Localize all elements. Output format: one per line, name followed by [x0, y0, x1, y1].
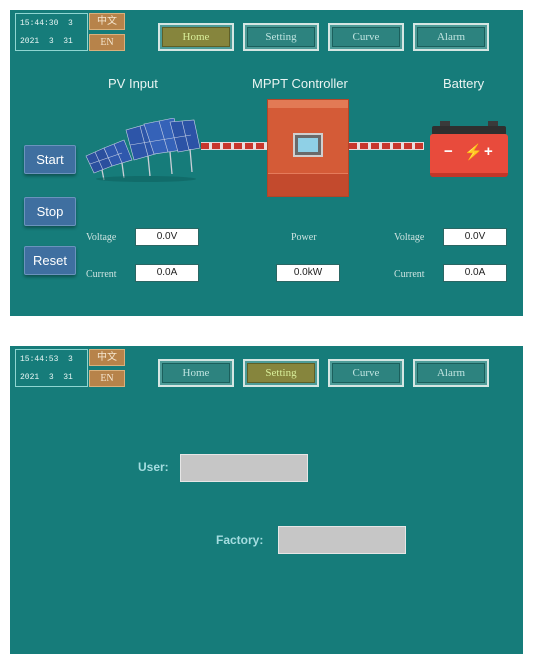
- clock-day: 3: [68, 355, 73, 364]
- tab-curve[interactable]: Curve: [328, 23, 404, 51]
- clock-year: 2021: [20, 37, 40, 46]
- battery-voltage-value: 0.0V: [443, 228, 507, 246]
- tab-alarm[interactable]: Alarm: [413, 23, 489, 51]
- tab-curve[interactable]: Curve: [328, 359, 404, 387]
- tab-curve-label: Curve: [332, 363, 400, 383]
- clock-month: 3: [48, 37, 54, 46]
- clock-time: 15:44:53: [20, 355, 59, 364]
- clock-month: 3: [48, 373, 54, 382]
- battery-plus-symbol: +: [484, 143, 493, 160]
- clock-date: 31: [63, 37, 73, 46]
- battery-minus-symbol: −: [444, 143, 453, 160]
- battery-bolt-symbol: ⚡: [464, 144, 483, 161]
- pv-to-mppt-wire: [201, 142, 267, 150]
- mppt-to-battery-wire: [349, 142, 424, 150]
- tab-setting[interactable]: Setting: [243, 23, 319, 51]
- reset-button[interactable]: Reset: [24, 246, 76, 275]
- factory-password-input[interactable]: [278, 526, 406, 554]
- user-password-input[interactable]: [180, 454, 308, 482]
- clock-display: 15:44:53 3 2021 3 31: [15, 349, 88, 387]
- clock-time: 15:44:30: [20, 19, 59, 28]
- setting-screen: 15:44:53 3 2021 3 31 中文 EN Home Setting …: [10, 346, 523, 654]
- clock-display: 15:44:30 3 2021 3 31: [15, 13, 88, 51]
- mppt-controller-icon: [267, 99, 349, 197]
- tab-home[interactable]: Home: [158, 359, 234, 387]
- tab-setting-label: Setting: [247, 27, 315, 47]
- tab-home-label: Home: [162, 27, 230, 47]
- tab-home-label: Home: [162, 363, 230, 383]
- pv-voltage-label: Voltage: [86, 232, 117, 243]
- battery-icon: − ⚡ +: [430, 121, 508, 177]
- mppt-controller-title: MPPT Controller: [252, 76, 348, 91]
- tab-home[interactable]: Home: [158, 23, 234, 51]
- lang-chinese-button[interactable]: 中文: [89, 13, 125, 30]
- tab-curve-label: Curve: [332, 27, 400, 47]
- home-screen: 15:44:30 3 2021 3 31 中文 EN Home Setting …: [10, 10, 523, 316]
- power-value: 0.0kW: [276, 264, 340, 282]
- factory-password-label: Factory:: [216, 533, 264, 547]
- tab-setting-label: Setting: [247, 363, 315, 383]
- power-label: Power: [291, 232, 317, 243]
- clock-year: 2021: [20, 373, 40, 382]
- pv-input-title: PV Input: [108, 76, 158, 91]
- pv-voltage-value: 0.0V: [135, 228, 199, 246]
- tab-alarm-label: Alarm: [417, 27, 485, 47]
- start-button[interactable]: Start: [24, 145, 76, 174]
- pv-current-value: 0.0A: [135, 264, 199, 282]
- lang-english-button[interactable]: EN: [89, 370, 125, 387]
- stop-button[interactable]: Stop: [24, 197, 76, 226]
- tab-alarm[interactable]: Alarm: [413, 359, 489, 387]
- clock-date: 31: [63, 373, 73, 382]
- tab-alarm-label: Alarm: [417, 363, 485, 383]
- lang-english-button[interactable]: EN: [89, 34, 125, 51]
- tab-setting[interactable]: Setting: [243, 359, 319, 387]
- user-password-label: User:: [138, 460, 169, 474]
- battery-title: Battery: [443, 76, 485, 91]
- battery-voltage-label: Voltage: [394, 232, 425, 243]
- solar-panel-icon: [85, 118, 201, 182]
- battery-current-label: Current: [394, 269, 425, 280]
- clock-day: 3: [68, 19, 73, 28]
- pv-current-label: Current: [86, 269, 117, 280]
- battery-current-value: 0.0A: [443, 264, 507, 282]
- lang-chinese-button[interactable]: 中文: [89, 349, 125, 366]
